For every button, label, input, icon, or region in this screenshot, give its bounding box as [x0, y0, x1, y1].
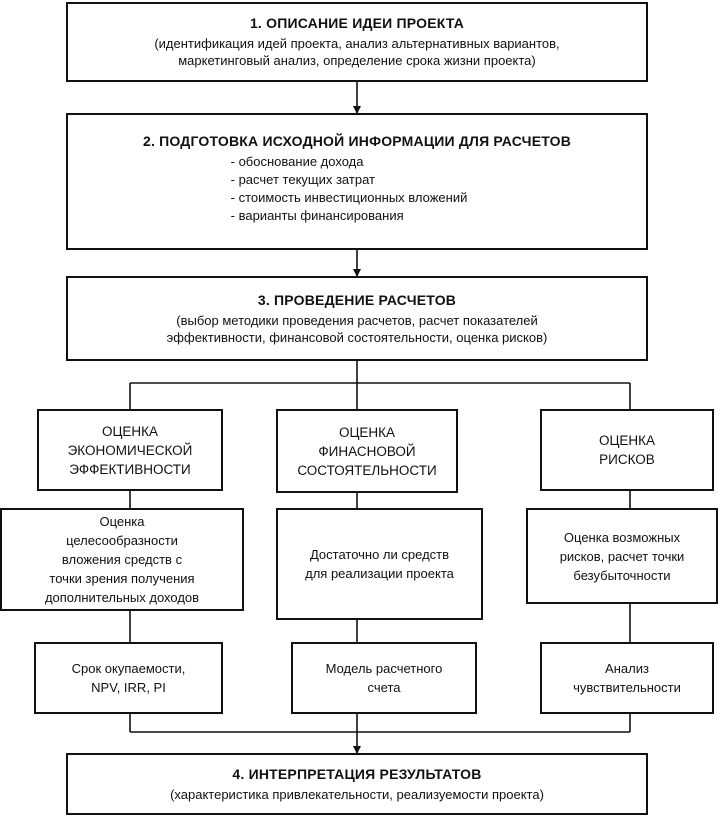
branch-2-method-text: Модель расчетного счета	[325, 661, 443, 695]
branch-2-header-text: ОЦЕНКА ФИНАСНОВОЙ СОСТОЯТЕЛЬНОСТИ	[297, 424, 437, 478]
step-2-list: - обоснование дохода - расчет текущих за…	[231, 153, 468, 225]
branch-3-detail: Оценка возможных рисков, расчет точки бе…	[526, 508, 718, 604]
branch-3-header: ОЦЕНКА РИСКОВ	[540, 409, 714, 491]
step-3-box: 3. ПРОВЕДЕНИЕ РАСЧЕТОВ (выбор методики п…	[66, 276, 648, 361]
branch-3-header-text: ОЦЕНКА РИСКОВ	[598, 433, 656, 467]
branch-1-header: ОЦЕНКА ЭКОНОМИЧЕСКОЙ ЭФФЕКТИВНОСТИ	[37, 409, 223, 491]
branch-1-method: Срок окупаемости, NPV, IRR, PI	[34, 642, 223, 714]
step-1-description: (идентификация идей проекта, анализ альт…	[154, 36, 560, 68]
step-2-title: 2. ПОДГОТОВКА ИСХОДНОЙ ИНФОРМАЦИИ ДЛЯ РА…	[142, 133, 572, 149]
branch-2-detail-text: Достаточно ли средств для реализации про…	[305, 547, 454, 581]
list-item: - варианты финансирования	[230, 208, 404, 223]
branch-1-detail: Оценка целесообразности вложения средств…	[0, 508, 244, 611]
branch-3-method-text: Анализ чувствительности	[573, 661, 681, 695]
list-item: - расчет текущих затрат	[230, 172, 375, 187]
step-1-title: 1. ОПИСАНИЕ ИДЕИ ПРОЕКТА	[249, 15, 465, 31]
branch-3-detail-text: Оценка возможных рисков, расчет точки бе…	[559, 529, 685, 583]
step-3-description: (выбор методики проведения расчетов, рас…	[166, 312, 548, 345]
step-2-box: 2. ПОДГОТОВКА ИСХОДНОЙ ИНФОРМАЦИИ ДЛЯ РА…	[66, 113, 648, 250]
list-item: - обоснование дохода	[230, 154, 364, 169]
step-3-title: 3. ПРОВЕДЕНИЕ РАСЧЕТОВ	[257, 291, 457, 308]
step-4-box: 4. ИНТЕРПРЕТАЦИЯ РЕЗУЛЬТАТОВ (характерис…	[66, 753, 648, 815]
branch-2-header: ОЦЕНКА ФИНАСНОВОЙ СОСТОЯТЕЛЬНОСТИ	[276, 409, 458, 493]
branch-2-detail: Достаточно ли средств для реализации про…	[276, 508, 483, 620]
list-item: - стоимость инвестиционных вложений	[230, 190, 468, 205]
branch-1-method-text: Срок окупаемости, NPV, IRR, PI	[71, 661, 186, 695]
step-4-title: 4. ИНТЕРПРЕТАЦИЯ РЕЗУЛЬТАТОВ	[232, 765, 482, 782]
branch-1-detail-text: Оценка целесообразности вложения средств…	[44, 514, 200, 605]
step-1-box: 1. ОПИСАНИЕ ИДЕИ ПРОЕКТА (идентификация …	[66, 2, 648, 82]
branch-2-method: Модель расчетного счета	[291, 642, 477, 714]
branch-1-header-text: ОЦЕНКА ЭКОНОМИЧЕСКОЙ ЭФФЕКТИВНОСТИ	[67, 423, 193, 477]
step-4-description: (характеристика привлекательности, реали…	[170, 786, 544, 802]
branch-3-method: Анализ чувствительности	[540, 642, 714, 714]
